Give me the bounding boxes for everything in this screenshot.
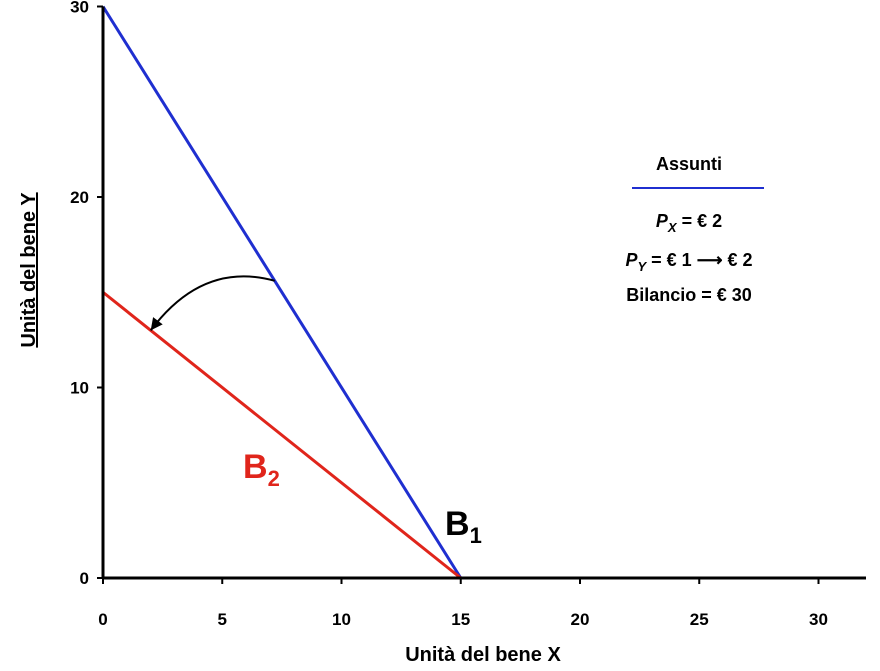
y-tick-label: 20 — [70, 188, 89, 207]
x-tick-label: 20 — [571, 610, 590, 629]
x-tick-label: 30 — [809, 610, 828, 629]
y-tick-label: 30 — [70, 0, 89, 17]
tick-labels: 0 5 10 15 20 25 30 0 10 20 30 — [70, 0, 828, 629]
x-tick-label: 0 — [98, 610, 107, 629]
series-line-b2 — [102, 291, 462, 580]
series-labels: B1 B2 — [243, 448, 482, 548]
assumptions-title: Assunti — [656, 154, 722, 174]
assumption-budget: Bilancio = € 30 — [626, 285, 752, 305]
assumption-px: PX = € 2 — [656, 211, 722, 235]
series-label-b2: B2 — [243, 448, 280, 491]
x-tick-label: 25 — [690, 610, 709, 629]
shift-arrow-head — [150, 317, 163, 331]
series-line-b1 — [101, 5, 463, 579]
assumption-py: PY = € 1 ⟶ € 2 — [625, 250, 752, 274]
px-subscript: X — [667, 220, 678, 235]
py-value: = € 1 ⟶ € 2 — [646, 250, 752, 270]
x-tick-label: 10 — [332, 610, 351, 629]
axes — [97, 5, 866, 584]
px-value: = € 2 — [677, 211, 723, 231]
x-tick-label: 15 — [451, 610, 470, 629]
x-tick-label: 5 — [218, 610, 227, 629]
series-label-b1: B1 — [445, 505, 482, 548]
y-tick-label: 10 — [70, 379, 89, 398]
x-axis-title: Unità del bene X — [405, 644, 561, 666]
y-tick-label: 0 — [80, 569, 89, 588]
assumptions-box: Assunti PX = € 2 PY = € 1 ⟶ € 2 Bilancio… — [625, 154, 764, 305]
py-symbol: P — [625, 250, 638, 270]
shift-arrow-curve — [149, 275, 275, 331]
y-axis-title: Unità del bene Y — [18, 192, 40, 348]
plot-marks — [101, 5, 463, 580]
px-symbol: P — [656, 211, 669, 231]
py-subscript: Y — [637, 259, 647, 274]
